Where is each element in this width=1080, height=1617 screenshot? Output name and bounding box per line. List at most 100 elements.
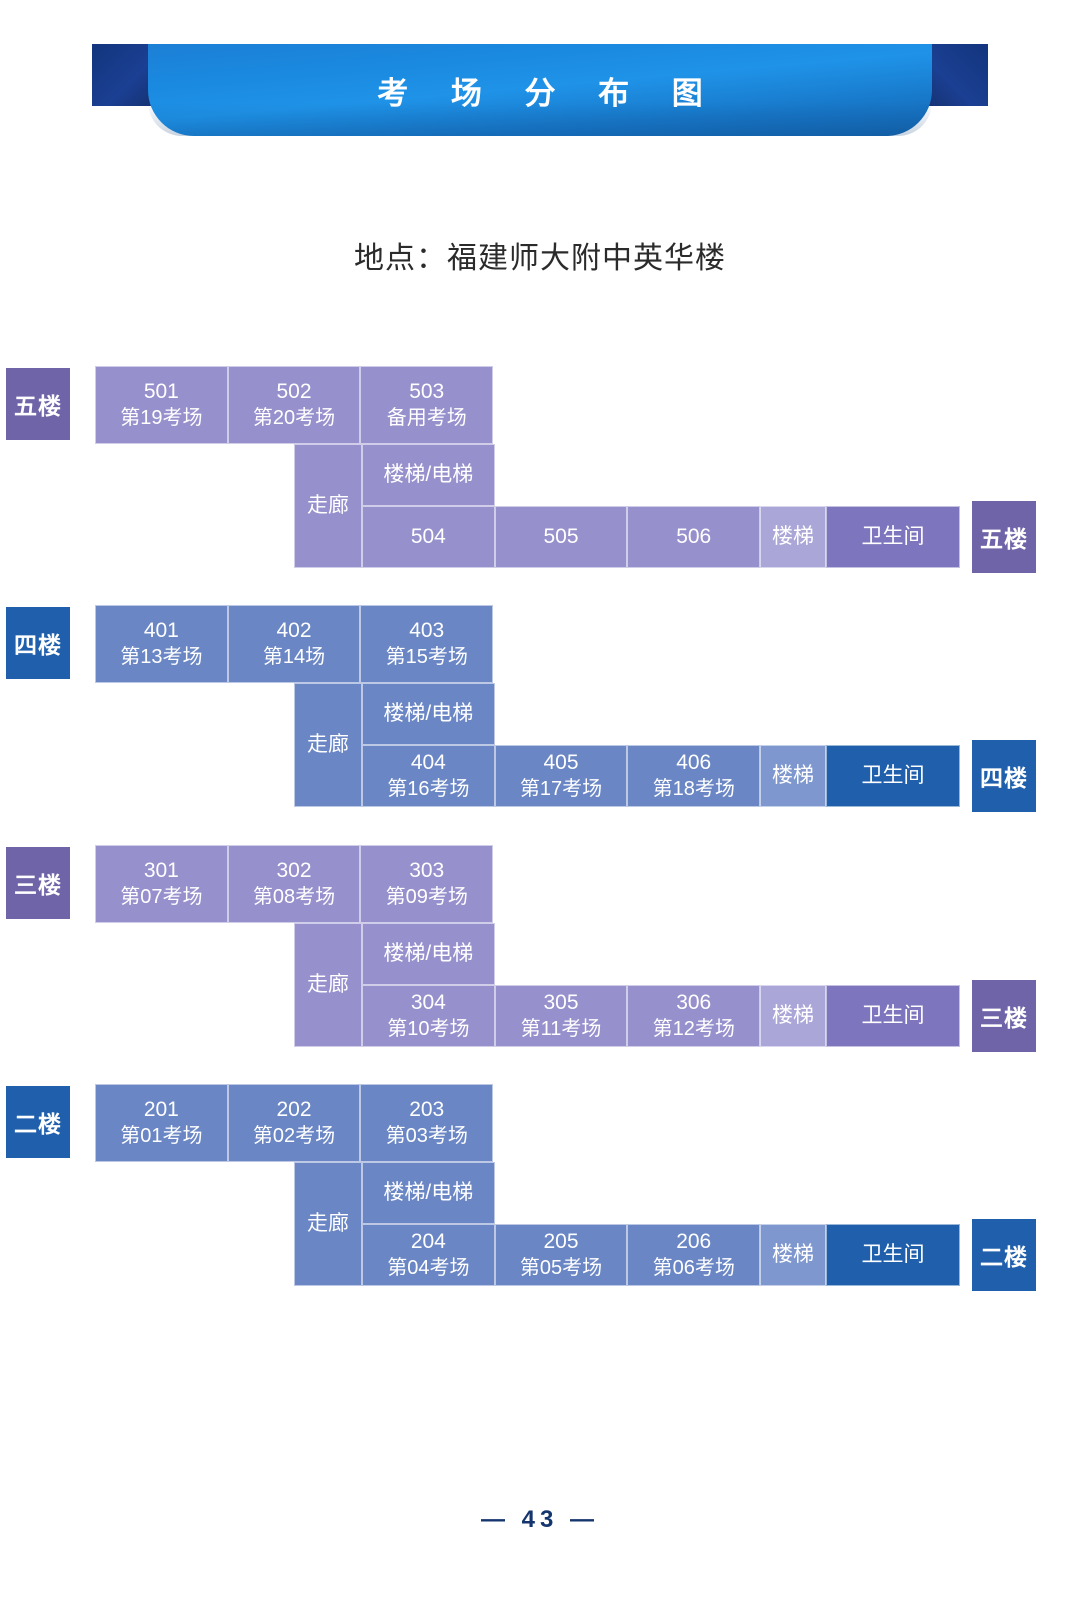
room-cell-305-line1: 305	[543, 990, 579, 1014]
room-cell-401[interactable]: 401 第13考场	[95, 605, 228, 683]
room-cell-406-line1: 406	[676, 750, 712, 774]
room-cell-305[interactable]: 305 第11考场	[494, 985, 628, 1047]
stair-cell-2-line1: 楼梯	[772, 1003, 814, 1027]
floor-badge-left-3: 二楼	[6, 1086, 70, 1158]
stair-elevator-cell-2-line1: 楼梯/电梯	[383, 941, 474, 965]
room-cell-405-line1: 405	[543, 750, 579, 774]
room-cell-501-line2: 第19考场	[120, 406, 203, 429]
room-cell-506[interactable]: 506	[627, 506, 761, 568]
room-cell-204-line2: 第04考场	[387, 1256, 470, 1279]
restroom-cell-2: 卫生间	[826, 985, 960, 1047]
room-cell-504-line1: 504	[410, 524, 446, 548]
room-cell-505-line1: 505	[543, 524, 579, 548]
room-cell-401-line2: 第13考场	[120, 645, 203, 668]
room-cell-302[interactable]: 302 第08考场	[227, 845, 361, 923]
stair-elevator-cell-0-line1: 楼梯/电梯	[383, 462, 474, 486]
corridor-cell-2-line1: 走廊	[307, 972, 349, 996]
stair-cell-0-line1: 楼梯	[772, 524, 814, 548]
room-cell-304-line2: 第10考场	[387, 1017, 470, 1040]
page-number: — 43 —	[480, 1506, 600, 1533]
room-cell-502-line2: 第20考场	[252, 406, 336, 429]
corridor-cell-2: 走廊	[294, 923, 362, 1047]
room-cell-204[interactable]: 204 第04考场	[362, 1224, 495, 1286]
room-cell-504[interactable]: 504	[362, 506, 495, 568]
stair-elevator-cell-1-line1: 楼梯/电梯	[383, 701, 474, 725]
corridor-cell-3: 走廊	[294, 1162, 362, 1286]
room-cell-301-line2: 第07考场	[120, 885, 203, 908]
room-cell-304[interactable]: 304 第10考场	[362, 985, 495, 1047]
room-cell-403-line2: 第15考场	[385, 645, 468, 668]
ribbon-fold-left-icon	[92, 44, 158, 106]
room-cell-304-line1: 304	[410, 990, 446, 1014]
room-cell-203-line2: 第03考场	[385, 1124, 468, 1147]
restroom-cell-0: 卫生间	[826, 506, 960, 568]
room-cell-503-line1: 503	[409, 379, 445, 403]
room-cell-502[interactable]: 502 第20考场	[227, 366, 361, 444]
floor-badge-left-1: 四楼	[6, 607, 70, 679]
stair-cell-0: 楼梯	[760, 506, 826, 568]
restroom-cell-1-line1: 卫生间	[861, 763, 925, 787]
stair-cell-3: 楼梯	[760, 1224, 826, 1286]
stair-cell-1: 楼梯	[760, 745, 826, 807]
page-title: 考 场 分 布 图	[377, 75, 720, 111]
stair-cell-1-line1: 楼梯	[772, 763, 814, 787]
floor-badge-left-0: 五楼	[6, 368, 70, 440]
venue-location-label: 地点：福建师大附中英华楼	[354, 242, 726, 275]
restroom-cell-0-line1: 卫生间	[861, 524, 925, 548]
room-cell-405-line2: 第17考场	[519, 777, 603, 800]
room-cell-204-line1: 204	[410, 1229, 446, 1253]
room-cell-202-line2: 第02考场	[252, 1124, 336, 1147]
room-cell-501-line1: 501	[143, 379, 179, 403]
room-cell-206-line1: 206	[676, 1229, 712, 1253]
room-cell-506-line1: 506	[676, 524, 712, 548]
room-cell-206[interactable]: 206 第06考场	[627, 1224, 761, 1286]
room-cell-303-line2: 第09考场	[385, 885, 468, 908]
restroom-cell-3-line1: 卫生间	[861, 1242, 925, 1266]
room-cell-404-line1: 404	[410, 750, 446, 774]
page-banner: 考 场 分 布 图	[0, 44, 1080, 152]
room-cell-403-line1: 403	[409, 618, 445, 642]
room-cell-301[interactable]: 301 第07考场	[95, 845, 228, 923]
room-cell-205-line2: 第05考场	[519, 1256, 603, 1279]
room-cell-502-line1: 502	[276, 379, 312, 403]
room-cell-202-line1: 202	[276, 1097, 312, 1121]
room-cell-402-line2: 第14场	[262, 645, 326, 668]
restroom-cell-3: 卫生间	[826, 1224, 960, 1286]
stair-elevator-cell-0: 楼梯/电梯	[362, 444, 495, 506]
room-cell-405[interactable]: 405 第17考场	[494, 745, 628, 807]
room-cell-503[interactable]: 503 备用考场	[360, 366, 494, 444]
corridor-cell-0-line1: 走廊	[307, 493, 349, 517]
room-cell-206-line2: 第06考场	[652, 1256, 735, 1279]
stair-elevator-cell-3-line1: 楼梯/电梯	[383, 1180, 474, 1204]
room-cell-202[interactable]: 202 第02考场	[227, 1084, 361, 1162]
room-cell-305-line2: 第11考场	[520, 1017, 602, 1040]
room-cell-301-line1: 301	[143, 858, 179, 882]
room-cell-505[interactable]: 505	[494, 506, 628, 568]
ribbon-fold-right-icon	[922, 44, 988, 106]
room-cell-402[interactable]: 402 第14场	[227, 605, 361, 683]
restroom-cell-2-line1: 卫生间	[861, 1003, 925, 1027]
room-cell-306-line2: 第12考场	[652, 1017, 735, 1040]
room-cell-503-line2: 备用考场	[386, 406, 467, 429]
stair-cell-3-line1: 楼梯	[772, 1242, 814, 1266]
room-cell-302-line1: 302	[276, 858, 312, 882]
floor-badge-right-0: 五楼	[972, 501, 1036, 573]
room-cell-401-line1: 401	[143, 618, 179, 642]
room-cell-501[interactable]: 501 第19考场	[95, 366, 228, 444]
corridor-cell-0: 走廊	[294, 444, 362, 568]
room-cell-402-line1: 402	[276, 618, 312, 642]
floor-badge-right-1: 四楼	[972, 740, 1036, 812]
room-cell-403[interactable]: 403 第15考场	[360, 605, 494, 683]
floor-badge-right-2: 三楼	[972, 980, 1036, 1052]
room-cell-201-line1: 201	[143, 1097, 179, 1121]
corridor-cell-3-line1: 走廊	[307, 1211, 349, 1235]
room-cell-302-line2: 第08考场	[252, 885, 336, 908]
